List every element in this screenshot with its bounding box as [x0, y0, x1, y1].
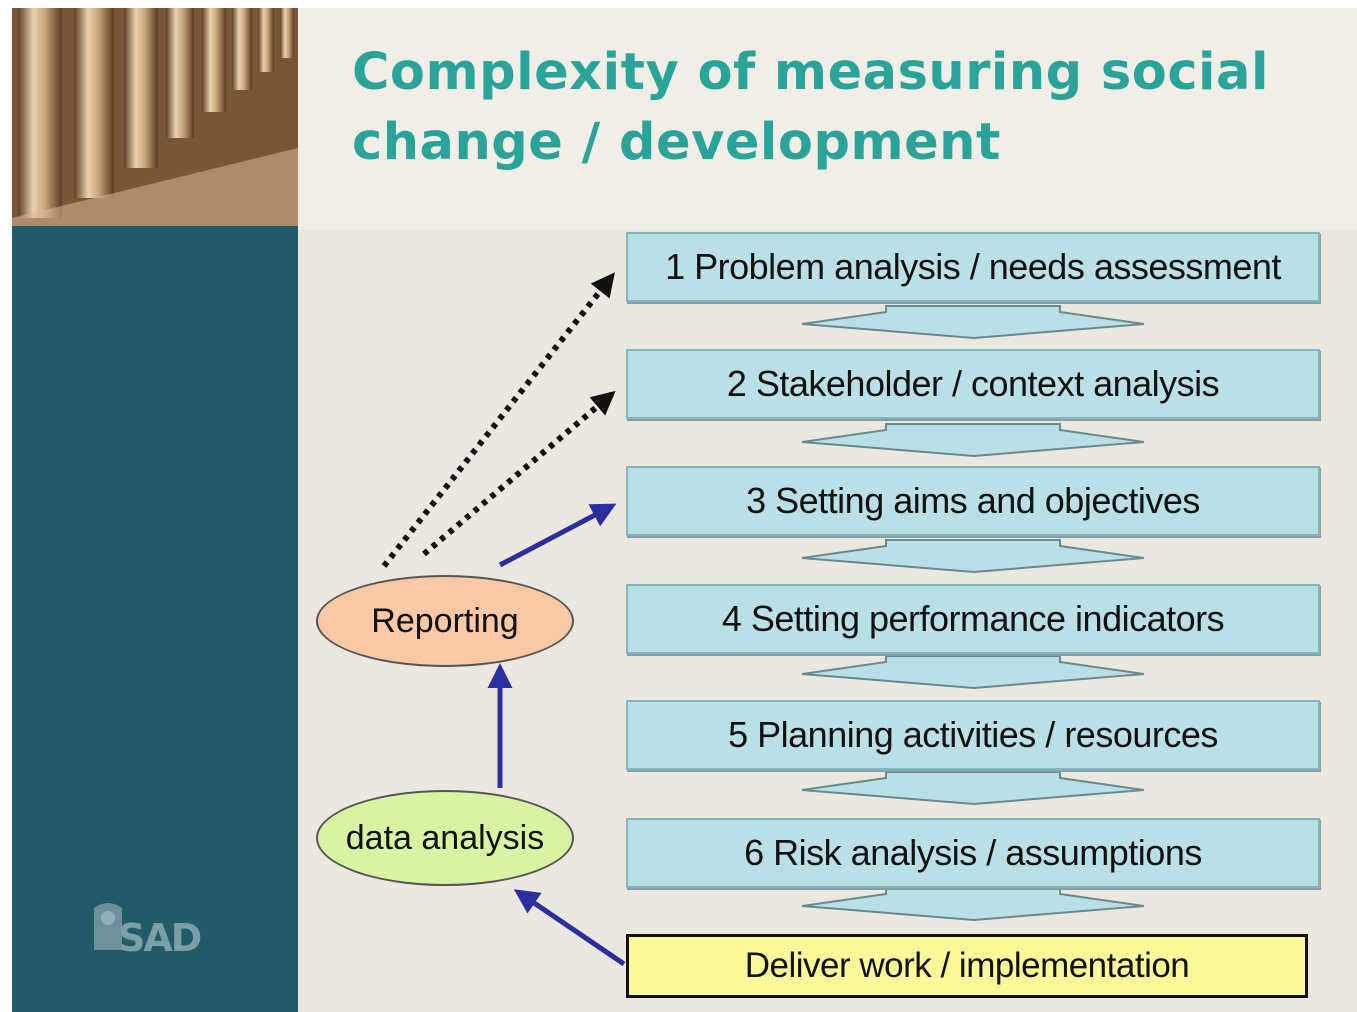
deliver-work-box: Deliver work / implementation: [626, 934, 1308, 998]
slide: SAD Complexity of measuring social chang…: [12, 8, 1357, 1012]
reporting-ellipse: Reporting: [316, 575, 574, 667]
data-analysis-ellipse: data analysis: [316, 790, 574, 886]
logo-emblem-icon: [94, 903, 122, 950]
step-4-box: 4 Setting performance indicators: [626, 584, 1320, 654]
diagram-arrows: [381, 272, 1145, 967]
step-chevrons: [801, 305, 1145, 922]
columns-illustration: [12, 8, 298, 226]
step-1-box: 1 Problem analysis / needs assessment: [626, 232, 1320, 302]
step-5-box: 5 Planning activities / resources: [626, 700, 1320, 770]
page-title: Complexity of measuring social change / …: [352, 38, 1332, 178]
chevron-1-2: [801, 305, 1145, 340]
step-6-box: 6 Risk analysis / assumptions: [626, 818, 1320, 888]
chevron-3-4: [801, 539, 1145, 574]
chevron-2-3: [801, 423, 1145, 458]
step-3-box: 3 Setting aims and objectives: [626, 466, 1320, 536]
logo-text: SAD: [118, 916, 202, 960]
title-line-2: change / development: [352, 113, 1001, 172]
chevron-5-6: [801, 771, 1145, 806]
sidebar-panel: [12, 226, 298, 1012]
chevron-4-5: [801, 655, 1145, 690]
solid-arrow-to-step-3: [498, 503, 617, 568]
sad-logo: SAD: [88, 888, 218, 968]
step-2-box: 2 Stakeholder / context analysis: [626, 349, 1320, 419]
solid-arrow-deliver-to-data: [513, 889, 626, 967]
chevron-6-deliver: [801, 887, 1145, 922]
title-line-1: Complexity of measuring social: [352, 43, 1269, 102]
columns-photo: [12, 8, 298, 226]
dotted-arrow-to-step-2: [422, 390, 616, 557]
